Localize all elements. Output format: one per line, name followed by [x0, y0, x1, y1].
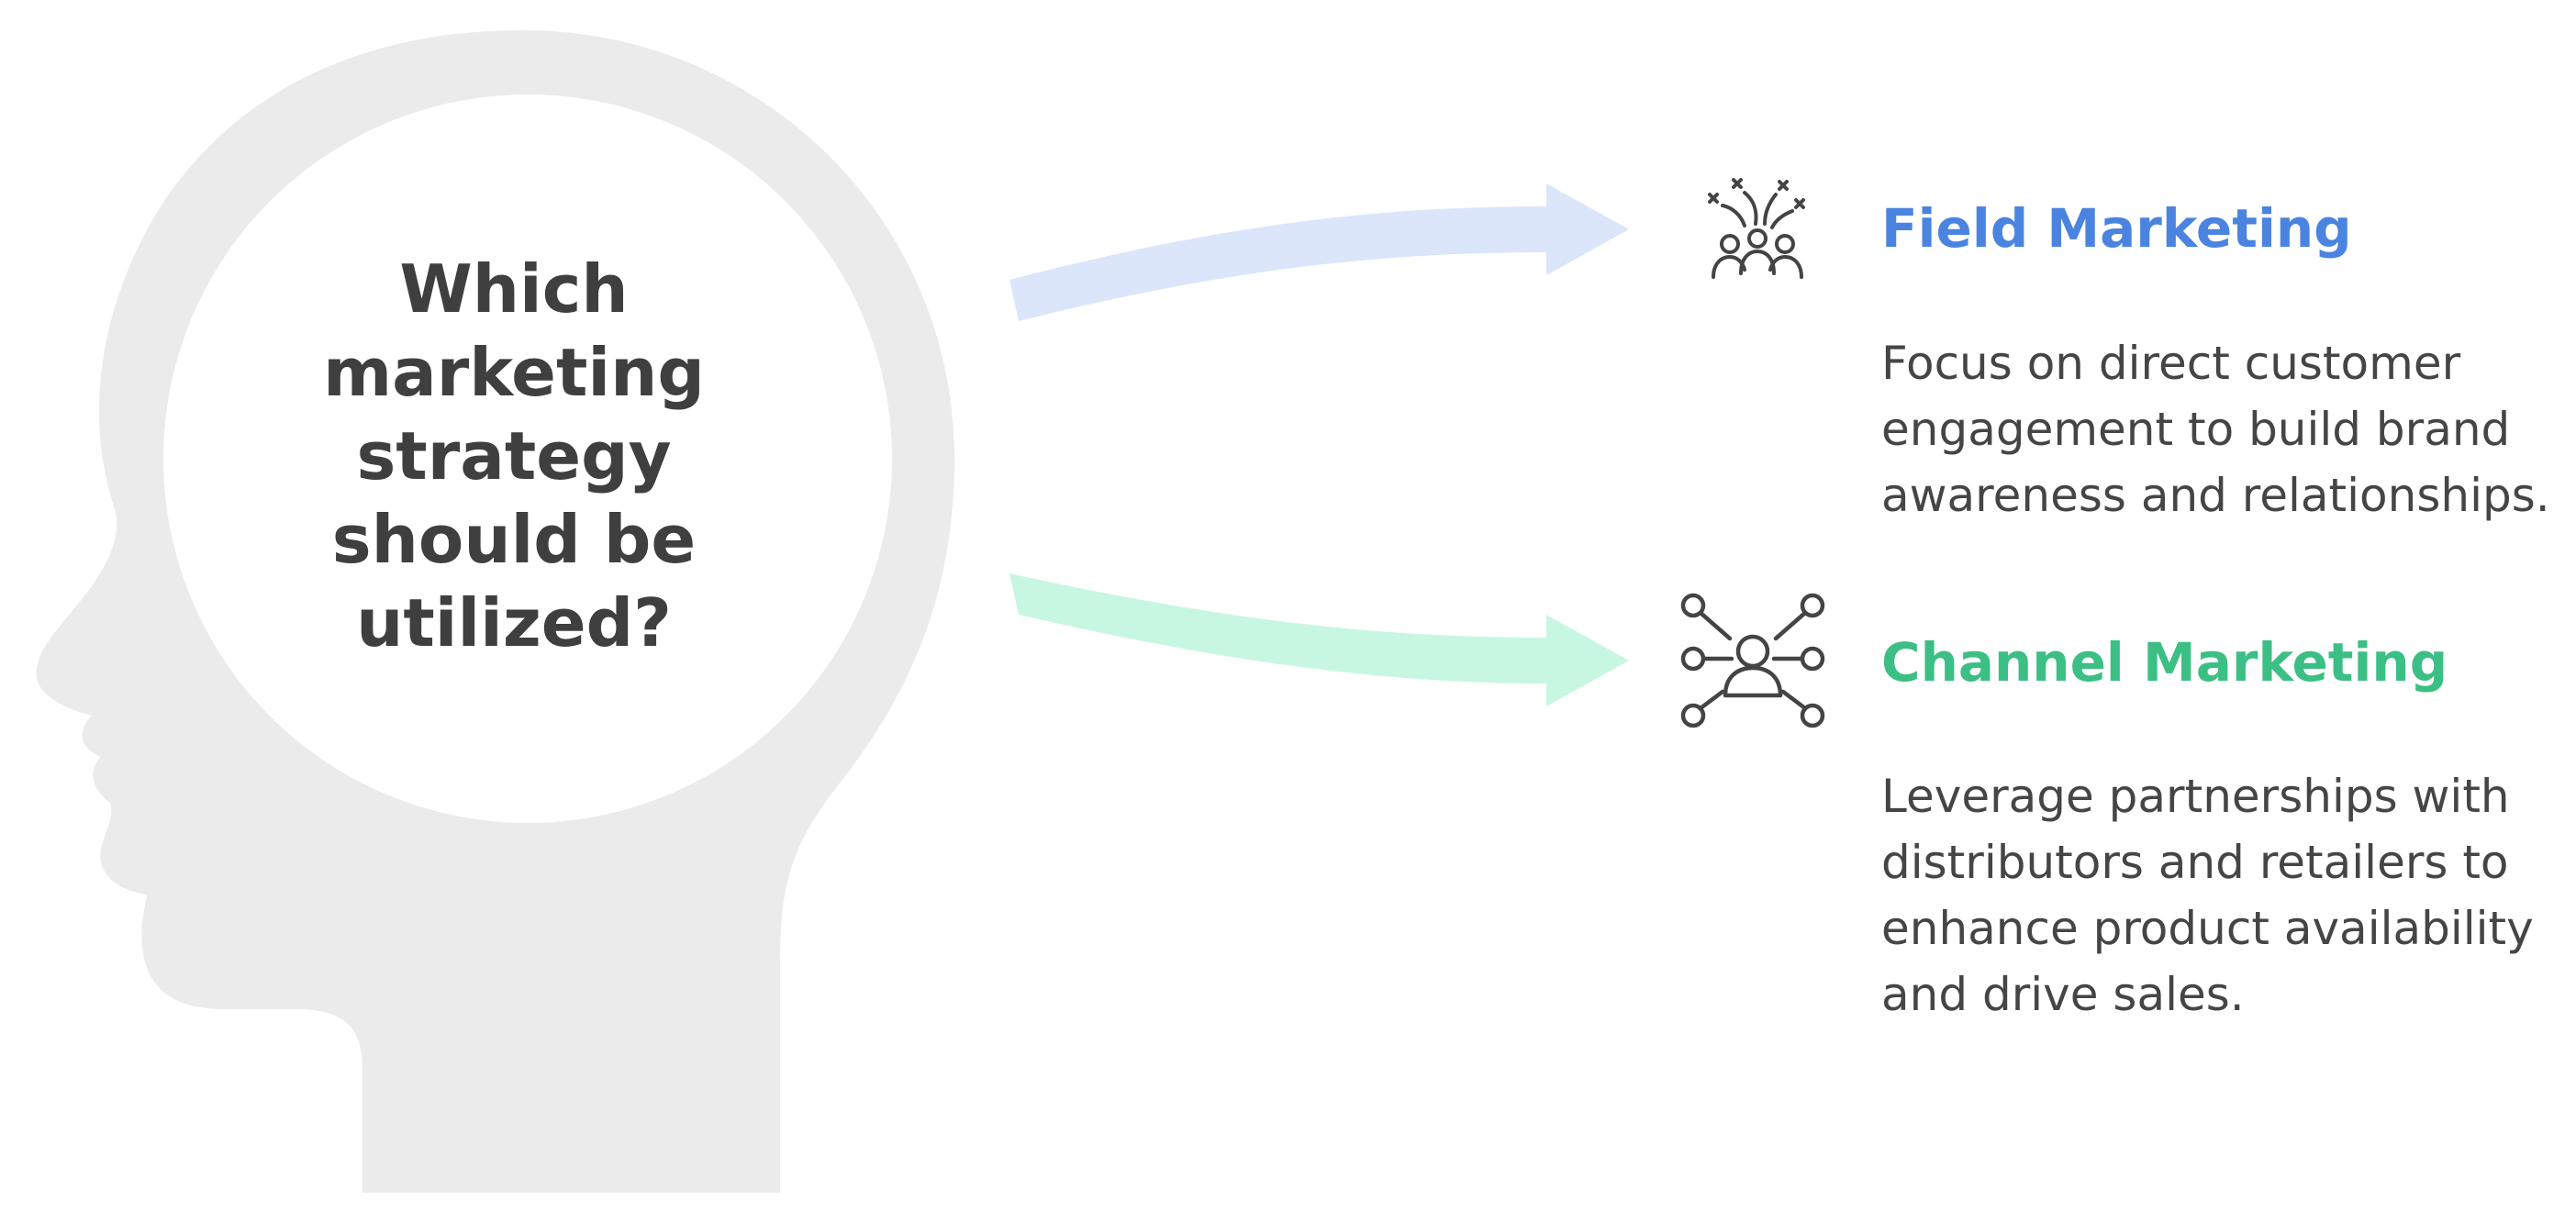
- option-description-channel-marketing: Leverage partnerships with distributors …: [1881, 770, 2534, 1021]
- arrow-to-field-marketing: [1009, 183, 1629, 321]
- user-network-icon: [1680, 593, 1825, 728]
- option-title-field-marketing: Field Marketing: [1881, 197, 2352, 260]
- arrow-to-channel-marketing: [1009, 573, 1629, 706]
- central-question: Which marketing strategy should be utili…: [323, 250, 705, 661]
- option-title-channel-marketing: Channel Marketing: [1881, 631, 2448, 694]
- thought-circle: [163, 94, 892, 823]
- option-description-field-marketing: Focus on direct customer engagement to b…: [1881, 337, 2550, 522]
- crowd-celebration-icon: [1708, 178, 1805, 279]
